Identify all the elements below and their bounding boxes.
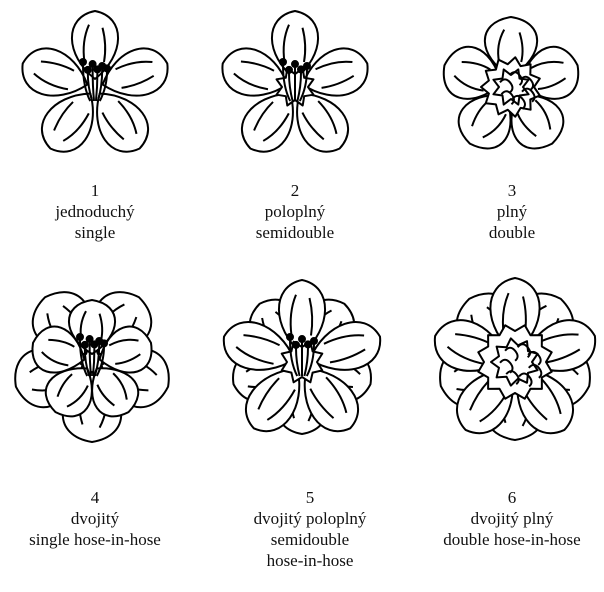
anther — [292, 61, 298, 67]
anther — [299, 336, 305, 342]
caption-english: double — [442, 222, 582, 243]
caption-semidouble: 2 poloplný semidouble — [225, 180, 365, 243]
anther — [298, 66, 304, 72]
anther — [101, 340, 107, 346]
double-flower-icon — [436, 5, 586, 170]
anther — [80, 59, 86, 65]
anther — [77, 334, 83, 340]
caption-english-line2: hose-in-hose — [215, 550, 405, 571]
caption-single: 1 jednoduchý single — [25, 180, 165, 243]
anther — [90, 61, 96, 67]
anther — [280, 59, 286, 65]
anther — [87, 336, 93, 342]
anther — [304, 63, 310, 69]
caption-czech: dvojitý plný — [420, 508, 604, 529]
caption-semidouble-hose-in-hose: 5 dvojitý poloplný semidouble hose-in-ho… — [215, 487, 405, 571]
anther — [286, 67, 292, 73]
caption-english: single — [25, 222, 165, 243]
anther — [293, 342, 299, 348]
caption-number: 4 — [0, 487, 190, 508]
single-hose-in-hose-flower-drawing — [10, 275, 175, 450]
anther — [305, 341, 311, 347]
caption-number: 2 — [225, 180, 365, 201]
anther — [82, 342, 88, 348]
anther — [104, 65, 110, 71]
caption-number: 6 — [420, 487, 604, 508]
caption-czech: dvojitý — [0, 508, 190, 529]
single-hose-in-hose-flower-icon — [10, 275, 175, 450]
caption-english: semidouble — [215, 529, 405, 550]
caption-english: single hose-in-hose — [0, 529, 190, 550]
semidouble-flower-drawing — [220, 5, 370, 170]
single-flower-drawing — [20, 5, 170, 170]
caption-number: 5 — [215, 487, 405, 508]
double-flower-drawing — [436, 5, 586, 170]
caption-czech: plný — [442, 201, 582, 222]
anther — [311, 338, 317, 344]
single-flower-icon — [20, 5, 170, 170]
caption-czech: poloplný — [225, 201, 365, 222]
caption-single-hose-in-hose: 4 dvojitý single hose-in-hose — [0, 487, 190, 550]
anther — [287, 334, 293, 340]
caption-czech: dvojitý poloplný — [215, 508, 405, 529]
caption-double-hose-in-hose: 6 dvojitý plný double hose-in-hose — [420, 487, 604, 550]
semidouble-flower-icon — [220, 5, 370, 170]
anther — [85, 67, 91, 73]
semidouble-hose-in-hose-flower-icon — [220, 275, 385, 450]
caption-english: double hose-in-hose — [420, 529, 604, 550]
caption-english: semidouble — [225, 222, 365, 243]
double-hose-in-hose-flower-icon — [433, 275, 598, 450]
caption-number: 1 — [25, 180, 165, 201]
caption-number: 3 — [442, 180, 582, 201]
caption-double: 3 plný double — [442, 180, 582, 243]
caption-czech: jednoduchý — [25, 201, 165, 222]
semidouble-hose-in-hose-flower-drawing — [220, 275, 385, 450]
double-hose-in-hose-flower-drawing — [433, 275, 598, 450]
